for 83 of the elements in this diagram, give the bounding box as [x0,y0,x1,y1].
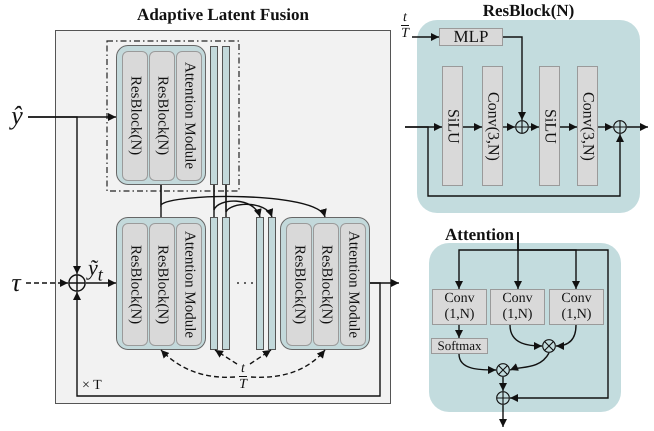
arrow [556,324,577,350]
variable-label: ŷ [11,101,23,131]
feature-bar [210,217,218,350]
layer-column [122,51,148,181]
dashed-arrow [250,349,272,365]
layer-box [490,289,545,325]
layer-box [549,289,604,325]
arrow [627,123,648,131]
arrow [510,352,550,372]
module-block [116,45,206,185]
arrow [509,324,542,350]
layer-column [539,66,560,186]
arrow [510,232,609,402]
dashed-arrow [250,350,326,378]
arrow [499,377,507,391]
arrow [458,354,496,374]
arrow [455,325,463,338]
variable-label: T [401,26,409,40]
dashed-arrow [214,349,238,365]
layer-label: Conv(3,N) [580,92,596,160]
arrow [598,123,613,131]
dashed-arrow [26,279,68,287]
layer-label: ResBlock(N) [128,244,142,324]
layer-column [176,51,202,181]
layer-label: Conv(3,N) [484,92,500,160]
repeat-label: × T [82,378,102,394]
layer-label: ResBlock(N) [292,244,306,324]
layer-label: Softmax [437,338,482,354]
variable-label: T [239,376,247,392]
arrow [529,123,539,131]
layer-label: ResBlock(N) [128,76,142,156]
layer-column [176,223,202,346]
layer-column [122,223,148,346]
layer-label: Conv (1,N) [443,290,476,324]
arrow [503,36,526,120]
arrow [160,185,326,218]
arrow [463,123,482,131]
panel-title: Adaptive Latent Fusion [137,6,309,24]
feature-bar [268,217,276,350]
layer-label: ResBlock(N) [154,76,170,156]
arrow [405,126,624,197]
variable-label: τ [11,268,21,298]
layer-label: Conv (1,N) [560,290,593,324]
arrow [225,185,273,218]
layer-column [286,223,312,346]
feature-bar [210,46,218,185]
panel-title: ResBlock(N) [482,2,574,20]
layer-box [439,28,503,46]
layer-box [432,289,487,325]
layer-label: Attention Module [182,230,196,338]
layer-column [340,223,366,346]
layer-label: SiLU [444,108,460,144]
layer-label: Attention Module [182,62,196,170]
feature-bar [222,217,230,350]
layer-column [482,66,503,186]
variable-label: t [401,10,409,26]
module-block [116,217,206,350]
variable-label: t [239,360,247,376]
layer-column [149,51,175,181]
feature-bar [222,46,230,185]
dashed-arrow [160,350,236,378]
feature-bar [256,217,264,350]
layer-label: SiLU [542,108,558,144]
edge-label: ỹ$_{t}$ [88,256,103,286]
module-block [280,217,370,350]
layer-box [431,338,488,354]
arrow [73,282,381,397]
panel-title: Attention [445,226,514,244]
layer-label: ResBlock(N) [154,244,170,324]
arrow [86,279,116,287]
arrow [503,123,515,131]
layer-label: Conv (1,N) [501,290,534,324]
layer-label: Attention Module [346,230,360,338]
layer-label: MLP [454,27,488,47]
layer-label: ResBlock(N) [318,244,334,324]
layer-column [149,223,175,346]
layer-column [577,66,598,186]
layer-column [313,223,339,346]
arrow [499,405,507,427]
arrow [28,116,81,274]
arrow [213,185,261,218]
layer-column [442,66,463,186]
arrow [560,123,577,131]
